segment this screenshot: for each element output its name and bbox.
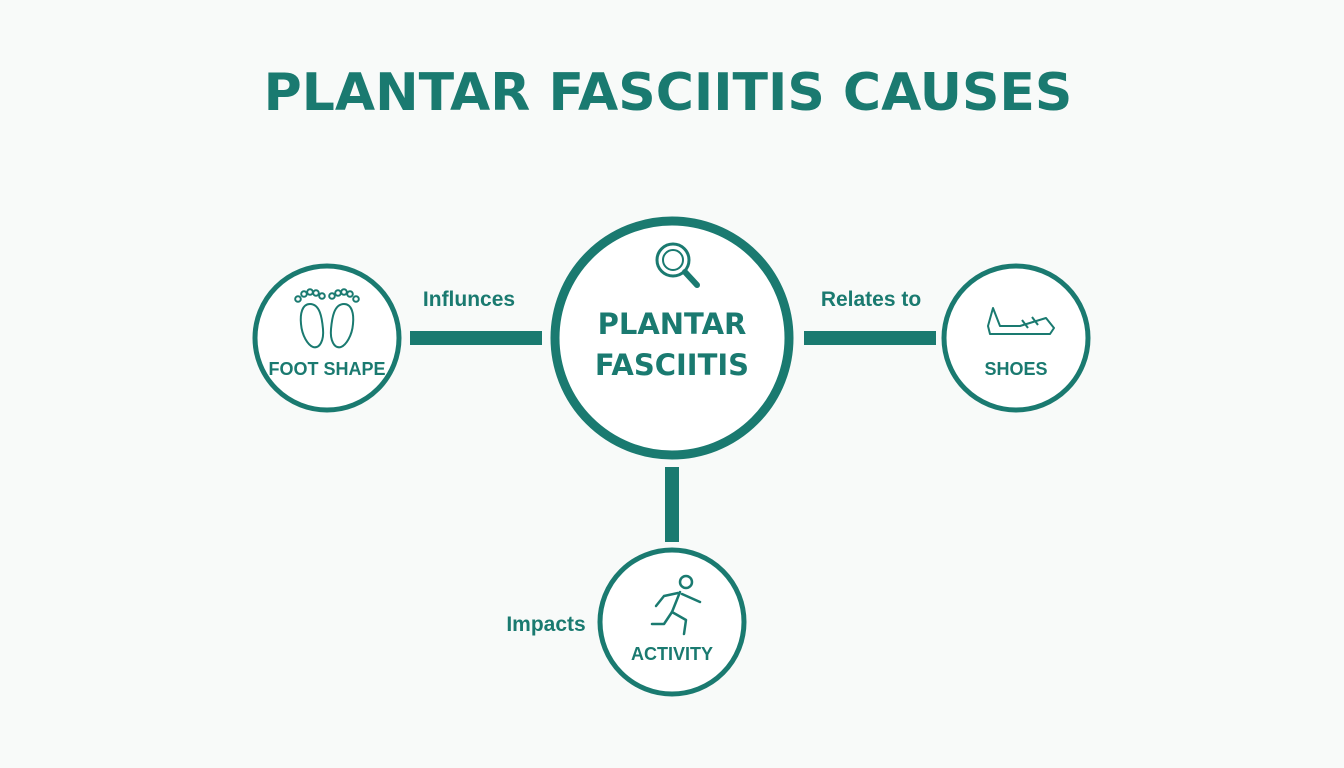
running-person-icon: [650, 574, 702, 636]
center-title-line-1: PLANTAR: [598, 307, 747, 341]
node-activity-label: ACTIVITY: [631, 644, 713, 664]
footprints-icon: [294, 288, 360, 349]
shoe-icon: [987, 307, 1055, 335]
center-node-circle: [550, 216, 794, 460]
node-shoes-circle: [941, 263, 1091, 413]
node-activity-circle: [597, 547, 747, 697]
node-foot-shape-label: FOOT SHAPE: [268, 359, 385, 379]
edge-label-impacts: Impacts: [506, 613, 585, 636]
edge-label-influences: Influnces: [423, 288, 515, 311]
diagram-title: PLANTAR FASCIITIS CAUSES: [264, 63, 1073, 123]
node-shoes: SHOES: [941, 263, 1091, 413]
magnifier-icon: [655, 242, 700, 288]
node-activity: ACTIVITY: [597, 547, 747, 697]
node-foot-shape: FOOT SHAPE: [252, 263, 402, 413]
edge-label-relates-to: Relates to: [821, 288, 921, 311]
center-node: PLANTAR FASCIITIS: [550, 216, 794, 460]
node-shoes-label: SHOES: [984, 359, 1047, 379]
center-title-line-2: FASCIITIS: [595, 348, 749, 382]
node-foot-shape-circle: [252, 263, 402, 413]
